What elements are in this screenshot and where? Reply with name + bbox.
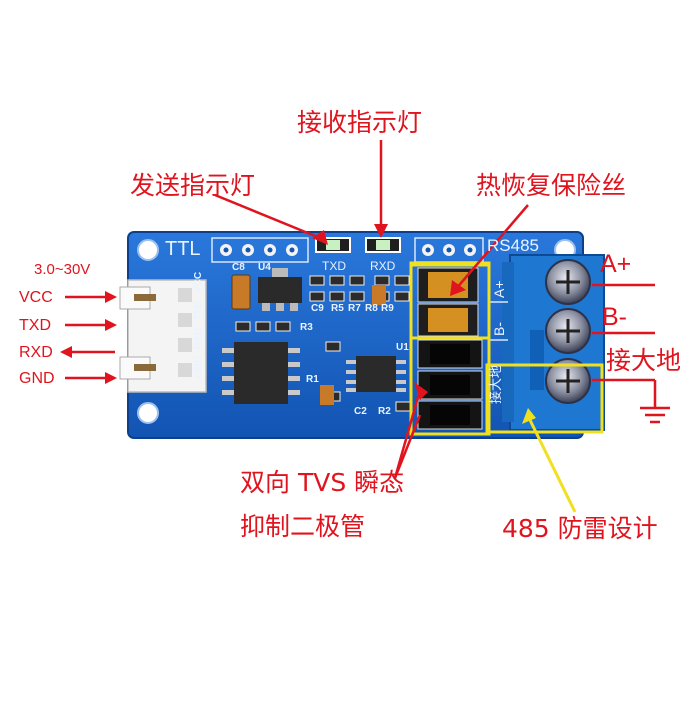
- lightning-highlight-box: [485, 363, 604, 434]
- r5-label: R5: [331, 303, 344, 314]
- c8-label: C8: [232, 262, 245, 273]
- board-a-plus: A+: [491, 280, 507, 298]
- c8-capacitor: [231, 274, 251, 310]
- u4-regulator: [258, 268, 302, 311]
- txd-led-label: TXD: [322, 259, 346, 273]
- a-plus-label: A+: [600, 250, 632, 278]
- thermal-fuse-label: 热恢复保险丝: [476, 171, 627, 200]
- u1-label: U1: [396, 342, 409, 353]
- ttl-label: TTL: [165, 238, 201, 260]
- r1-label: R1: [306, 374, 319, 385]
- board-pin-rxd: RXD: [193, 327, 204, 349]
- earth-label: 接大地: [606, 346, 682, 375]
- r2-label: R2: [378, 406, 391, 417]
- ttl-connector: [119, 279, 207, 393]
- tvs-label-line1: 双向 TVS 瞬态: [240, 468, 405, 497]
- tvs-highlight-box: [409, 261, 491, 436]
- r7-label: R7: [348, 303, 361, 314]
- r8-label: R8: [365, 303, 378, 314]
- b-minus-label: B-: [602, 303, 627, 331]
- txd-label: TXD: [19, 317, 51, 334]
- r9-label: R9: [381, 303, 394, 314]
- gnd-label: GND: [19, 370, 55, 387]
- c9-label: C9: [311, 303, 324, 314]
- tvs-diode: [417, 370, 483, 400]
- u4-label: U4: [258, 262, 271, 273]
- ttl-header-pads: [211, 237, 309, 263]
- tvs-diode: [417, 339, 483, 369]
- vcc-label: VCC: [19, 289, 53, 306]
- board-pin-txd: TXD: [193, 301, 204, 321]
- thermal-fuse: [417, 303, 479, 337]
- r3-label: R3: [300, 322, 313, 333]
- tvs-diode: [417, 400, 483, 430]
- send-led-label: 发送指示灯: [130, 171, 256, 200]
- rxd-led: [365, 237, 401, 253]
- board-pin-vcc: VCC: [193, 271, 204, 293]
- mount-hole: [137, 239, 159, 261]
- lightning-arrow: [522, 408, 577, 513]
- board-b-minus: B-: [491, 322, 507, 336]
- lightning-label: 485 防雷设计: [502, 514, 658, 543]
- capacitor: [320, 385, 334, 405]
- annotation-arrows: [60, 140, 670, 479]
- c2-label: C2: [354, 406, 367, 417]
- tvs-label-line2: 抑制二极管: [240, 512, 366, 541]
- mount-hole: [137, 402, 159, 424]
- voltage-label: 3.0~30V: [34, 261, 91, 278]
- board-pin-gnd: GND: [193, 355, 204, 378]
- rxd-label: RXD: [19, 344, 53, 361]
- rxd-led-label: RXD: [370, 259, 396, 273]
- capacitor: [372, 285, 386, 305]
- u1-ic: [346, 356, 406, 392]
- receive-led-label: 接收指示灯: [297, 108, 423, 137]
- board-earth: 接大地: [489, 364, 504, 404]
- main-ic: [222, 342, 300, 404]
- rs485-label: RS485: [487, 236, 539, 255]
